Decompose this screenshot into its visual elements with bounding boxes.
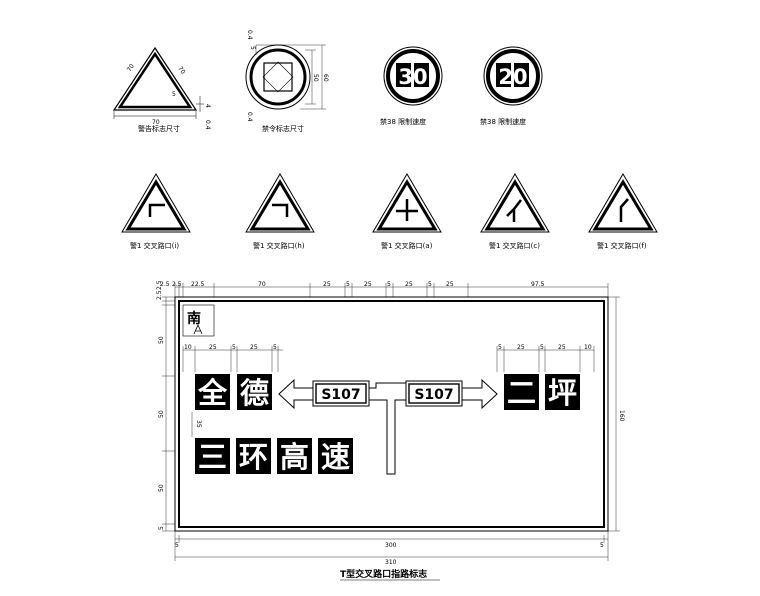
warning-base-dim: 70 (152, 119, 160, 126)
junction-caption: 警1 交叉路口(c) (489, 241, 540, 250)
left-dim: 50 (158, 484, 165, 492)
left-dim: 2.5 (156, 280, 163, 290)
bottom-inner-dim: 300 (385, 542, 397, 549)
warning-side-right-dim: 70 (176, 65, 186, 75)
speed-limit-sign-30: 30 禁38 限制速度 (380, 46, 443, 126)
prohibition-bottom-dim: 0.4 (246, 112, 253, 122)
left-group-dim: 25 (209, 344, 217, 351)
junction-sign-i: 警1 交叉路口(i) (121, 173, 191, 250)
prohibition-top-dim: 0.4 (246, 30, 253, 40)
top-dim: 25 (323, 281, 331, 288)
right-dim: 160 (618, 410, 625, 422)
left-destination: 全 德 (195, 374, 272, 410)
guide-sign-drawing: 2.5 2.5 22.5 70 25 5 25 5 25 5 25 97.5 2… (156, 280, 625, 581)
speed-limit-caption: 禁38 限制速度 (380, 117, 426, 126)
left-dim: 5 (158, 526, 165, 530)
prohibition-side-dim: 5 (249, 46, 256, 50)
right-group-dim: 10 (584, 344, 592, 351)
prohibition-sign-size-drawing: 0.4 5 50 60 0.4 禁令标志尺寸 (245, 30, 329, 133)
right-destination: 二 坪 (504, 374, 580, 410)
junction-caption: 警1 交叉路口(h) (253, 241, 305, 250)
bottom-destination-char: 三 (198, 440, 227, 474)
left-dim: 50 (158, 410, 165, 418)
bottom-destination-char: 速 (321, 440, 350, 474)
top-dim: 5 (387, 281, 391, 288)
warning-inner-dim: 5 (172, 91, 176, 98)
junction-sign-h: 警1 交叉路口(h) (245, 173, 315, 250)
route-number: S107 (321, 387, 360, 403)
left-group-dim: 5 (232, 344, 236, 351)
left-group-dim: 25 (250, 344, 258, 351)
prohibition-outer-dim: 60 (322, 74, 329, 82)
top-dim: 25 (405, 281, 413, 288)
left-dim: 2.5 (156, 290, 163, 300)
right-destination-char: 二 (507, 376, 536, 410)
top-dim: 5 (346, 281, 350, 288)
left-destination-char: 德 (240, 376, 269, 410)
junction-sign-f: 警1 交叉路口(f) (588, 173, 658, 250)
bottom-destination: 三 环 高 速 (195, 438, 353, 474)
bottom-destination-char: 高 (280, 440, 309, 474)
speed-limit-number: 20 (498, 65, 527, 89)
speed-limit-number: 30 (398, 65, 427, 89)
right-destination-char: 坪 (548, 376, 577, 410)
junction-sign-c: 警1 交叉路口(c) (480, 173, 550, 250)
junction-caption: 警1 交叉路口(a) (381, 241, 433, 250)
junction-caption: 警1 交叉路口(f) (597, 241, 647, 250)
top-dim: 25 (446, 281, 454, 288)
top-dim: 70 (258, 281, 266, 288)
left-dim: 50 (158, 336, 165, 344)
top-dim: 2.5 (172, 281, 182, 288)
warning-side-left-dim: 70 (126, 63, 136, 73)
right-group-dim: 5 (498, 344, 502, 351)
top-dim: 22.5 (191, 281, 205, 288)
guide-sign-title: T型交叉路口指路标志 (340, 568, 427, 580)
row-gap-dim: 35 (195, 420, 202, 428)
warning-sign-size-drawing: 70 70 5 70 4 0.4 警告标志尺寸 (112, 46, 211, 133)
top-dim: 5 (428, 281, 432, 288)
junction-sign-a: 警1 交叉路口(a) (372, 173, 442, 250)
bottom-inner-right-dim: 5 (600, 542, 604, 549)
right-group-dim: 25 (517, 344, 525, 351)
bottom-inner-left-dim: 5 (175, 542, 179, 549)
warning-size-caption: 警告标志尺寸 (138, 124, 180, 133)
junction-caption: 警1 交叉路口(i) (130, 241, 179, 250)
route-shield-right: S107 (405, 380, 463, 407)
bottom-total-dim: 310 (385, 559, 397, 566)
bottom-destination-char: 环 (239, 440, 268, 474)
speed-limit-sign-20: 20 禁38 限制速度 (480, 46, 543, 126)
warning-margin-b-dim: 0.4 (204, 120, 211, 130)
top-dim: 25 (364, 281, 372, 288)
left-destination-char: 全 (197, 376, 228, 410)
speed-limit-caption: 禁38 限制速度 (480, 117, 526, 126)
top-dim: 97.5 (531, 281, 545, 288)
route-number: S107 (414, 387, 453, 403)
right-group-dim: 5 (540, 344, 544, 351)
left-group-dim: 5 (273, 344, 277, 351)
north-char: 南 (187, 310, 201, 327)
top-dim: 2.5 (160, 281, 170, 288)
route-shield-left: S107 (312, 380, 370, 407)
right-group-dim: 25 (558, 344, 566, 351)
warning-margin-a-dim: 4 (204, 104, 211, 108)
t-junction-arrow (278, 378, 498, 475)
left-group-dim: 10 (184, 344, 192, 351)
prohibition-inner-dim: 50 (312, 74, 319, 82)
prohibition-size-caption: 禁令标志尺寸 (262, 124, 304, 133)
